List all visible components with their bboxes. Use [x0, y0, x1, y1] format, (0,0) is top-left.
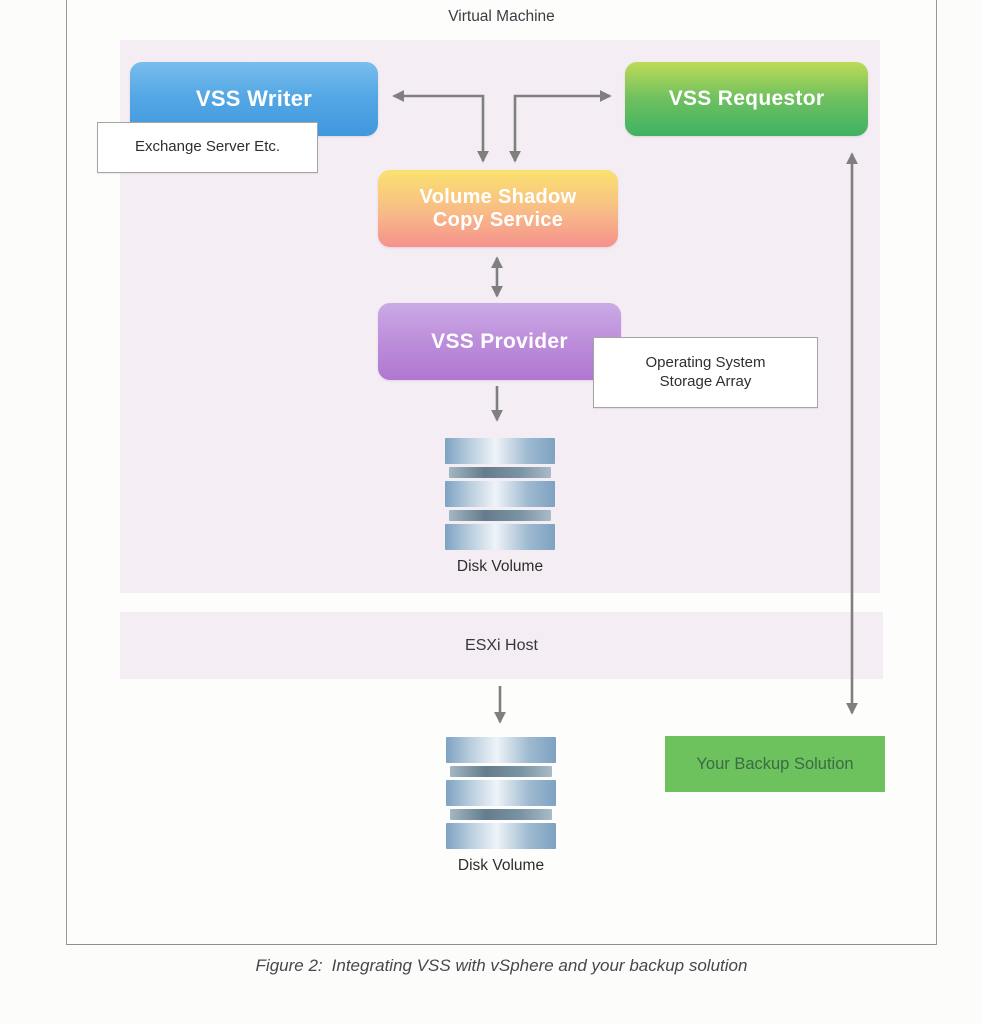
- disk-spacer: [450, 766, 552, 777]
- backup-solution-label: Your Backup Solution: [696, 754, 854, 773]
- volume-shadow-copy-service-node: Volume Shadow Copy Service: [378, 170, 618, 247]
- disk-spacer: [449, 467, 551, 478]
- vss-requestor-node: VSS Requestor: [625, 62, 868, 136]
- disk-platter: [445, 481, 555, 507]
- vss-provider-label: VSS Provider: [431, 329, 568, 353]
- exchange-server-note: Exchange Server Etc.: [97, 122, 318, 173]
- virtual-machine-label: Virtual Machine: [448, 8, 555, 25]
- vss-provider-node: VSS Provider: [378, 303, 621, 380]
- vscs-label-line2: Copy Service: [432, 208, 564, 231]
- disk-volume-icon: [445, 438, 555, 550]
- vscs-label-line1: Volume Shadow: [419, 186, 577, 209]
- exchange-server-label: Exchange Server Etc.: [134, 138, 281, 156]
- esxi-host-label: ESXi Host: [465, 636, 538, 654]
- figure-caption-text: Integrating VSS with vSphere and your ba…: [331, 956, 748, 975]
- vss-requestor-label: VSS Requestor: [668, 87, 825, 110]
- esxi-host-panel: ESXi Host: [120, 612, 883, 679]
- os-storage-label-line2: Storage Array: [659, 372, 752, 390]
- figure-caption-number: Figure 2:: [255, 956, 323, 975]
- vm-disk-volume-label: Disk Volume: [456, 558, 544, 575]
- figure-caption: Figure 2: Integrating VSS with vSphere an…: [66, 956, 937, 976]
- esxi-disk-volume-label: Disk Volume: [457, 857, 545, 874]
- disk-spacer: [449, 510, 551, 521]
- disk-platter: [446, 780, 556, 806]
- os-storage-array-note: Operating System Storage Array: [593, 337, 818, 408]
- disk-platter: [445, 438, 555, 464]
- vss-writer-label: VSS Writer: [195, 86, 313, 111]
- disk-platter: [445, 524, 555, 550]
- disk-platter: [446, 737, 556, 763]
- disk-platter: [446, 823, 556, 849]
- your-backup-solution-node: Your Backup Solution: [665, 736, 885, 792]
- disk-spacer: [450, 809, 552, 820]
- os-storage-label-line1: Operating System: [645, 353, 766, 371]
- disk-volume-icon: [446, 737, 556, 849]
